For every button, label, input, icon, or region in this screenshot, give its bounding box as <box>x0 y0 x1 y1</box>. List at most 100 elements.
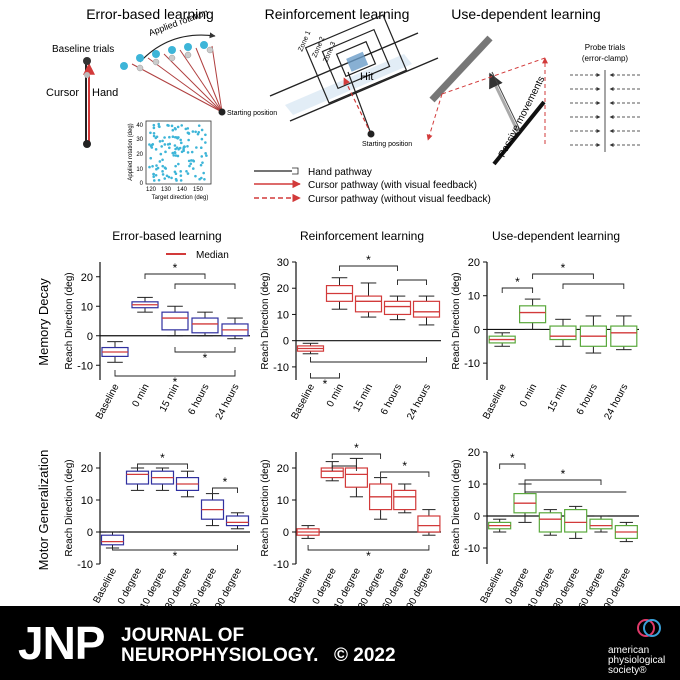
scatter-dot <box>152 134 156 138</box>
y-tick-label: -10 <box>273 559 289 571</box>
scatter-dot <box>200 128 204 132</box>
scatter-dot <box>157 124 161 128</box>
scatter-dot <box>167 175 171 179</box>
scatter-dot <box>168 135 171 139</box>
journal-name-line2: NEUROPHYSIOLOGY. <box>121 645 319 666</box>
x-tick-label: Baseline <box>479 566 507 605</box>
significance-bracket <box>307 545 430 551</box>
publisher-line2: physiological <box>608 655 666 666</box>
y-axis-label: Reach Direction (deg) <box>260 272 271 369</box>
y-axis-label: Reach Direction (deg) <box>451 272 462 369</box>
significance-bracket <box>380 471 430 477</box>
copyright-year: © 2022 <box>334 645 396 666</box>
scatter-dot <box>191 130 195 133</box>
scatter-dot <box>154 148 158 151</box>
scatter-dot <box>152 175 155 179</box>
error-clamp-label: (error-clamp) <box>582 54 629 63</box>
scatter-dot <box>159 152 163 156</box>
scatter-dot <box>179 141 183 145</box>
scatter-dot <box>203 177 206 181</box>
significance-bracket <box>339 265 398 271</box>
x-tick-label: 24 hours <box>405 382 433 422</box>
scatter-dot <box>160 145 163 148</box>
scatter-dot <box>190 150 194 154</box>
scatter-ylabel: Applied rotation (deg) <box>128 123 134 180</box>
box <box>589 518 613 530</box>
y-tick-label: 10 <box>81 301 93 313</box>
box <box>564 509 588 533</box>
y-tick-label: 10 <box>277 495 289 507</box>
scatter-dot <box>161 158 164 162</box>
jnp-logo: JNP <box>18 617 105 669</box>
significance-bracket <box>524 479 602 485</box>
scatter-dot <box>173 150 177 154</box>
eb-start-label: Starting position <box>227 110 277 117</box>
box <box>354 295 383 313</box>
significance-star: * <box>323 377 328 391</box>
zone3-label: Zone 3 <box>322 41 337 64</box>
scatter-dot <box>179 170 182 173</box>
scatter-dot <box>204 141 207 144</box>
scatter-ytick: 30 <box>136 137 143 143</box>
row-label-memory: Memory Decay <box>36 278 51 366</box>
scatter-dot <box>177 148 180 151</box>
significance-bracket <box>501 287 534 293</box>
y-tick-label: 20 <box>468 447 480 459</box>
scatter-dot <box>171 135 175 139</box>
publisher-line3: society® <box>608 665 647 676</box>
y-tick-label: 20 <box>277 283 289 295</box>
y-tick-label: 10 <box>468 479 480 491</box>
scatter-dot <box>151 164 154 168</box>
box <box>191 317 219 334</box>
box <box>393 489 417 511</box>
scatter-dot <box>175 179 178 182</box>
y-tick-label: 20 <box>277 463 289 475</box>
scatter-dot <box>202 171 205 175</box>
scatter-dot <box>204 152 207 155</box>
ud-title: Use-dependent learning <box>451 6 600 22</box>
rl-schematic: Zone 1 Zone 2 Zone 3 Hit Starting positi… <box>269 14 439 148</box>
hit-label: Hit <box>360 71 373 83</box>
box <box>225 515 250 527</box>
x-tick-label: Baseline <box>94 382 122 421</box>
significance-star: * <box>173 549 178 563</box>
x-tick-label: Baseline <box>91 566 119 605</box>
figure: Error-based learning Reinforcement learn… <box>36 6 640 606</box>
significance-bracket <box>174 347 236 353</box>
y-tick-label: 10 <box>81 495 93 507</box>
significance-bracket <box>310 357 427 363</box>
significance-bracket <box>562 283 625 289</box>
scatter-dot <box>194 130 197 134</box>
scatter-dot <box>149 131 152 135</box>
scatter-dot <box>170 176 173 180</box>
scatter-dot <box>174 172 178 176</box>
journal-name-line1: JOURNAL OF <box>121 625 245 646</box>
scatter-dot <box>190 159 193 162</box>
significance-star: * <box>354 441 359 455</box>
scatter-dot <box>149 144 153 148</box>
scatter-dot <box>186 172 190 175</box>
scatter-xlabel: Target direction (deg) <box>152 195 209 201</box>
scatter-dot <box>187 159 191 163</box>
scatter-dot <box>170 124 174 128</box>
scatter-dot <box>158 140 162 143</box>
y-axis-label: Reach Direction (deg) <box>260 459 271 556</box>
x-tick-label: 15 min <box>351 382 375 414</box>
scatter-dot <box>188 164 191 168</box>
y-axis-label: Reach Direction (deg) <box>451 459 462 556</box>
box <box>383 300 412 316</box>
scatter-dot <box>152 126 156 130</box>
scatter-dot <box>161 170 164 173</box>
y-tick-label: 20 <box>81 272 93 284</box>
significance-star: * <box>510 451 515 465</box>
scatter-dot <box>180 124 184 127</box>
significance-star: * <box>366 549 371 563</box>
scatter-dot <box>167 124 170 127</box>
legend-hand: Hand pathway <box>308 167 372 178</box>
significance-bracket <box>112 545 238 551</box>
scatter-dot <box>149 156 153 160</box>
scatter-dot <box>155 135 159 139</box>
scatter-dot <box>179 138 182 142</box>
